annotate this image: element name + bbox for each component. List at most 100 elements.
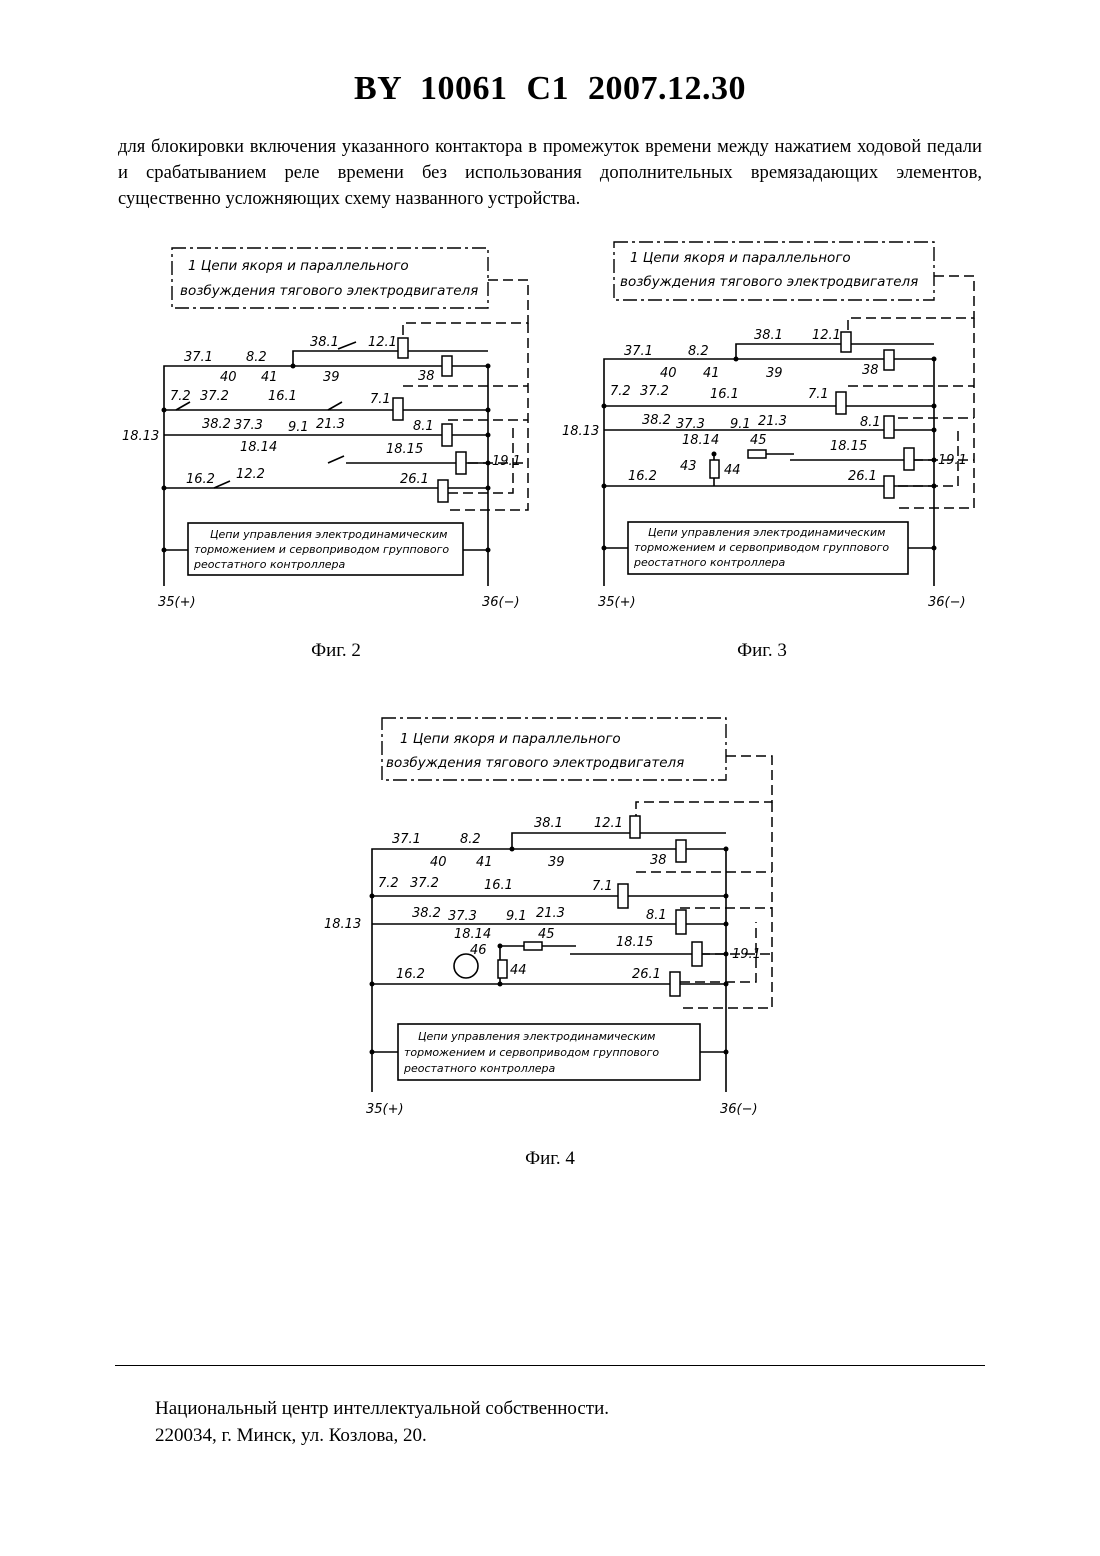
fig4-box-bottom-line3: реостатного контроллера <box>403 1062 556 1075</box>
fig3-label-16-2: 16.2 <box>628 469 657 484</box>
fig4-label-7-2: 7.2 <box>378 876 399 891</box>
fig3-label-38: 38 <box>862 363 879 378</box>
fig3-label-18-15: 18.15 <box>830 439 867 454</box>
fig4-label-19-1: 19.1 <box>732 947 761 962</box>
fig4-label-18-15: 18.15 <box>616 935 653 950</box>
fig4-label-37-3: 37.3 <box>448 909 477 924</box>
footer: Национальный центр интеллектуальной собс… <box>155 1395 609 1449</box>
fig3-label-26-1: 26.1 <box>848 469 877 484</box>
fig4-label-18-14: 18.14 <box>454 927 491 942</box>
fig2-box-bottom-line1: Цепи управления электродинамическим <box>210 528 447 541</box>
fig2-label-40: 40 <box>220 370 237 385</box>
fig2-label-38: 38 <box>418 369 435 384</box>
fig3-label-37-3: 37.3 <box>676 417 705 432</box>
fig3-box-bottom-line1: Цепи управления электродинамическим <box>648 526 885 539</box>
fig3-label-40: 40 <box>660 366 677 381</box>
fig4-box-bottom-line2: торможением и сервоприводом группового <box>404 1046 659 1059</box>
fig2-label-7-2: 7.2 <box>170 389 191 404</box>
footer-line-1: Национальный центр интеллектуальной собс… <box>155 1395 609 1422</box>
fig4-label-9-1: 9.1 <box>506 909 527 924</box>
fig4-label-12-1: 12.1 <box>594 816 623 831</box>
fig4-box-bottom-line1: Цепи управления электродинамическим <box>418 1030 655 1043</box>
figure-3-caption: Фиг. 3 <box>662 640 862 662</box>
fig3-label-8-2: 8.2 <box>688 344 709 359</box>
fig4-minus-terminal: 36(−) <box>720 1102 758 1117</box>
fig2-label-38-1: 38.1 <box>310 335 339 350</box>
fig4-label-44: 44 <box>510 963 527 978</box>
fig4-label-41: 41 <box>476 855 493 870</box>
fig2-label-8-1: 8.1 <box>413 419 434 434</box>
fig2-label-19-1: 19.1 <box>492 454 521 469</box>
fig3-box-bottom-line3: реостатного контроллера <box>633 556 786 569</box>
fig3-label-12-1: 12.1 <box>812 328 841 343</box>
fig4-label-40: 40 <box>430 855 447 870</box>
fig3-label-43: 43 <box>680 459 697 474</box>
fig4-label-7-1: 7.1 <box>592 879 613 894</box>
fig2-label-41: 41 <box>261 370 278 385</box>
fig2-label-7-1: 7.1 <box>370 392 391 407</box>
fig4-box-top-line1: 1 Цепи якоря и параллельного <box>400 731 621 747</box>
fig2-label-39: 39 <box>323 370 340 385</box>
fig3-label-38-1: 38.1 <box>754 328 783 343</box>
fig2-label-37-3: 37.3 <box>234 418 263 433</box>
figure-4: 1 Цепи якоря и параллельного возбуждения… <box>320 712 780 1122</box>
fig4-label-16-2: 16.2 <box>396 967 425 982</box>
fig2-label-18-14: 18.14 <box>240 440 277 455</box>
fig3-plus-terminal: 35(+) <box>598 595 636 610</box>
fig3-label-18-13: 18.13 <box>562 424 599 439</box>
footer-divider <box>115 1365 985 1366</box>
figure-4-caption: Фиг. 4 <box>450 1148 650 1170</box>
fig3-label-7-1: 7.1 <box>808 387 829 402</box>
fig3-label-41: 41 <box>703 366 720 381</box>
fig2-label-38-2: 38.2 <box>202 417 231 432</box>
fig3-label-38-2: 38.2 <box>642 413 671 428</box>
fig3-label-39: 39 <box>766 366 783 381</box>
fig4-label-26-1: 26.1 <box>632 967 661 982</box>
fig3-label-45: 45 <box>750 433 767 448</box>
figure-3: 1 Цепи якоря и параллельного возбуждения… <box>558 238 988 618</box>
fig2-minus-terminal: 36(−) <box>482 595 520 610</box>
fig2-box-bottom-line2: торможением и сервоприводом группового <box>194 543 449 556</box>
fig3-label-44: 44 <box>724 463 741 478</box>
fig4-label-46: 46 <box>470 943 487 958</box>
fig2-box-top-line2: возбуждения тягового электродвигателя <box>180 283 478 299</box>
fig3-label-18-14: 18.14 <box>682 433 719 448</box>
fig3-label-37-2: 37.2 <box>640 384 669 399</box>
fig2-plus-terminal: 35(+) <box>158 595 196 610</box>
fig4-label-38-2: 38.2 <box>412 906 441 921</box>
fig2-label-26-1: 26.1 <box>400 472 429 487</box>
fig4-label-37-1: 37.1 <box>392 832 421 847</box>
fig4-box-top-line2: возбуждения тягового электродвигателя <box>386 755 684 771</box>
fig4-label-39: 39 <box>548 855 565 870</box>
fig3-box-top-line1: 1 Цепи якоря и параллельного <box>630 250 851 266</box>
fig2-label-21-3: 21.3 <box>316 417 345 432</box>
intro-paragraph: для блокировки включения указанного конт… <box>118 134 982 212</box>
fig4-label-38-1: 38.1 <box>534 816 563 831</box>
fig3-label-19-1: 19.1 <box>938 453 967 468</box>
fig4-label-8-2: 8.2 <box>460 832 481 847</box>
fig4-label-16-1: 16.1 <box>484 878 513 893</box>
fig2-box-bottom-line3: реостатного контроллера <box>193 558 346 571</box>
fig2-label-12-1: 12.1 <box>368 335 397 350</box>
fig2-box-top-line1: 1 Цепи якоря и параллельного <box>188 258 409 274</box>
fig3-label-16-1: 16.1 <box>710 387 739 402</box>
fig3-label-7-2: 7.2 <box>610 384 631 399</box>
patent-header: BY 10061 C1 2007.12.30 <box>0 70 1100 108</box>
fig4-label-38: 38 <box>650 853 667 868</box>
fig2-label-18-15: 18.15 <box>386 442 423 457</box>
fig3-minus-terminal: 36(−) <box>928 595 966 610</box>
figure-2-caption: Фиг. 2 <box>236 640 436 662</box>
fig3-box-bottom-line2: торможением и сервоприводом группового <box>634 541 889 554</box>
fig3-box-top-line2: возбуждения тягового электродвигателя <box>620 274 918 290</box>
fig2-label-16-1: 16.1 <box>268 389 297 404</box>
fig4-label-8-1: 8.1 <box>646 908 667 923</box>
fig4-label-18-13: 18.13 <box>324 917 361 932</box>
fig2-label-18-13: 18.13 <box>122 429 159 444</box>
fig2-label-37-1: 37.1 <box>184 350 213 365</box>
footer-line-2: 220034, г. Минск, ул. Козлова, 20. <box>155 1422 609 1449</box>
fig3-label-37-1: 37.1 <box>624 344 653 359</box>
fig4-label-37-2: 37.2 <box>410 876 439 891</box>
fig4-label-21-3: 21.3 <box>536 906 565 921</box>
fig2-label-8-2: 8.2 <box>246 350 267 365</box>
fig2-label-16-2: 16.2 <box>186 472 215 487</box>
